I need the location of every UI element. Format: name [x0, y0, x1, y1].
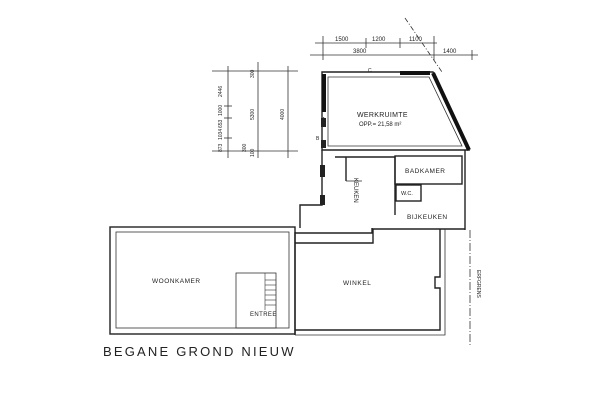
dim-1200: 1200 — [372, 37, 386, 43]
keuken-label: KEUKEN — [352, 178, 358, 203]
marker-c: C — [368, 68, 372, 74]
dim-1400: 1400 — [443, 49, 457, 55]
dim-1100: 1100 — [409, 37, 423, 43]
dim-1500: 1500 — [335, 37, 349, 43]
top-dimension-lines — [310, 17, 478, 73]
dim-100: 100 — [250, 148, 256, 157]
dim-4000: 4000 — [280, 109, 286, 120]
entree-label: ENTREE — [250, 312, 277, 318]
dim-1000: 1000 — [218, 105, 224, 116]
dim-5300: 5300 — [250, 109, 256, 120]
dim-3800: 3800 — [353, 49, 367, 55]
marker-a: A — [322, 117, 326, 123]
werkruimte-room — [321, 71, 471, 151]
wc-label: W.C. — [401, 191, 413, 197]
marker-b: B — [316, 136, 320, 142]
dim-300-bottom: 300 — [242, 143, 248, 152]
dim-1034: 1034 — [218, 129, 224, 140]
left-dimension-lines — [212, 62, 298, 158]
woonkamer-label: WOONKAMER — [152, 278, 201, 285]
erfgrens-label: ERFGRENS — [475, 270, 481, 298]
bijkeuken-label: BIJKEUKEN — [407, 214, 448, 221]
werkruimte-label: WERKRUIMTE — [357, 112, 408, 119]
dim-653: 653 — [218, 119, 224, 128]
dim-2446: 2446 — [218, 86, 224, 97]
service-rooms — [299, 150, 466, 230]
winkel-room — [294, 228, 465, 336]
winkel-label: WINKEL — [343, 280, 372, 287]
dim-300-top: 300 — [250, 69, 256, 78]
badkamer-label: BADKAMER — [405, 168, 445, 175]
werkruimte-area: OPP.= 21,58 m² — [359, 122, 401, 128]
drawing-title: BEGANE GROND NIEUW — [103, 344, 296, 359]
woonkamer-room — [109, 226, 296, 335]
dim-873: 873 — [218, 143, 224, 152]
